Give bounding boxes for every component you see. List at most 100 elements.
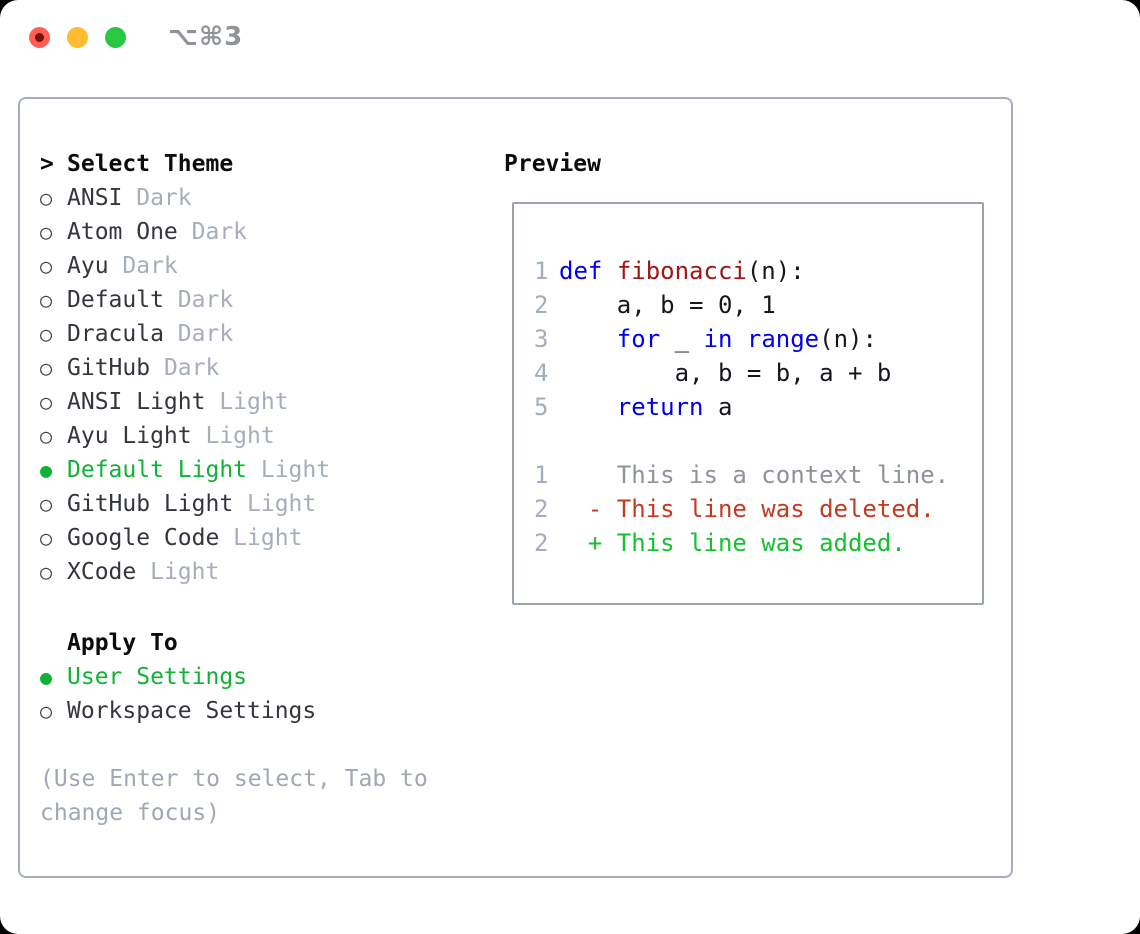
theme-option-google-code[interactable]: ○ Google Code Light: [40, 521, 330, 555]
code-line: 1 This is a context line.: [534, 458, 982, 492]
theme-variant: Light: [219, 525, 303, 551]
radio-unselected-icon: ○: [40, 560, 53, 584]
theme-name: GitHub Light: [67, 491, 234, 517]
code-token: in: [703, 325, 733, 353]
apply-to-header: Apply To: [40, 626, 316, 660]
theme-picker-title: Select Theme: [67, 151, 234, 177]
code-token: fibonacci: [616, 257, 747, 285]
theme-name: Atom One: [67, 219, 178, 245]
theme-name: XCode: [67, 559, 137, 585]
radio-unselected-icon: ○: [40, 322, 53, 346]
apply-to-section: Apply To ● User Settings ○ Workspace Settin…: [40, 626, 316, 728]
theme-option-github-light[interactable]: ○ GitHub Light Light: [40, 487, 330, 521]
code-token: (n):: [819, 325, 877, 353]
theme-option-ansi[interactable]: ○ANSI Dark: [40, 181, 330, 215]
radio-unselected-icon: ○: [40, 356, 53, 380]
line-number: 2: [534, 291, 549, 319]
theme-option-xcode[interactable]: ○ XCode Light: [40, 555, 330, 589]
code-token: [559, 390, 617, 424]
code-line: 4 a, b = b, a + b: [534, 356, 982, 390]
apply-option-label: User Settings: [67, 664, 248, 690]
code-token: [732, 322, 746, 356]
theme-name: ANSI Light: [67, 389, 206, 415]
radio-unselected-icon: ○: [40, 390, 53, 414]
apply-option-workspace-settings[interactable]: ○ Workspace Settings: [40, 694, 316, 728]
theme-name: Ayu Light: [67, 423, 192, 449]
theme-picker-panel: >Select Theme ○ANSI Dark○Atom One Dark○A…: [18, 97, 1013, 878]
theme-option-github[interactable]: ○ GitHub Dark: [40, 351, 330, 385]
theme-option-default[interactable]: ○Default Dark: [40, 283, 330, 317]
theme-option-dracula[interactable]: ○ Dracula Dark: [40, 317, 330, 351]
theme-variant: Dark: [163, 287, 234, 313]
prompt-icon: >: [40, 151, 54, 177]
code-line: 2 a, b = 0, 1: [534, 288, 982, 322]
theme-variant: Light: [205, 389, 289, 415]
zoom-button[interactable]: [105, 27, 126, 48]
radio-unselected-icon: ○: [40, 492, 53, 516]
theme-option-atom-one[interactable]: ○Atom One Dark: [40, 215, 330, 249]
code-token: This is a context line.: [559, 461, 950, 489]
theme-option-default-light[interactable]: ● Default Light Light: [40, 453, 330, 487]
code-line: [534, 424, 982, 458]
theme-variant: Light: [136, 559, 220, 585]
preview-title: Preview: [504, 151, 601, 177]
theme-variant: Dark: [122, 185, 192, 211]
code-token: return: [616, 393, 704, 421]
window-shortcut-label: ⌥⌘3: [168, 22, 244, 52]
theme-name: Default Light: [67, 457, 248, 483]
theme-option-ayu[interactable]: ○ Ayu Dark: [40, 249, 330, 283]
minimize-button[interactable]: [67, 27, 88, 48]
code-line: 5 return a: [534, 390, 982, 424]
apply-to-title: Apply To: [67, 630, 178, 656]
code-token: range: [746, 325, 820, 353]
theme-variant: Dark: [108, 253, 178, 279]
theme-option-ayu-light[interactable]: ○Ayu Light Light: [40, 419, 330, 453]
theme-variant: Dark: [150, 355, 220, 381]
line-number: 1: [534, 257, 549, 285]
theme-name: ANSI: [67, 185, 123, 211]
code-token: a, b = 0, 1: [559, 291, 776, 319]
radio-unselected-icon: ○: [40, 699, 53, 723]
radio-unselected-icon: ○: [40, 526, 53, 550]
theme-variant: Light: [247, 457, 331, 483]
line-number: [534, 424, 559, 458]
theme-variant: Light: [233, 491, 317, 517]
radio-selected-icon: ●: [40, 665, 53, 689]
theme-variant: Dark: [163, 321, 234, 347]
theme-list: >Select Theme ○ANSI Dark○Atom One Dark○A…: [40, 147, 330, 589]
code-token: a: [703, 393, 733, 421]
line-number: 2: [534, 495, 549, 523]
theme-name: Google Code: [67, 525, 220, 551]
theme-name: Dracula: [67, 321, 164, 347]
spacer: [40, 631, 67, 655]
radio-unselected-icon: ○: [40, 288, 53, 312]
theme-variant: Dark: [177, 219, 248, 245]
code-token: [602, 254, 616, 288]
apply-option-label: Workspace Settings: [67, 698, 317, 724]
code-token: + This line was added.: [559, 529, 906, 557]
radio-selected-icon: ●: [40, 458, 53, 482]
theme-name: GitHub: [67, 355, 151, 381]
theme-option-ansi-light[interactable]: ○ ANSI Light Light: [40, 385, 330, 419]
titlebar: ⌥⌘3: [0, 0, 1140, 72]
close-button[interactable]: [29, 27, 50, 48]
radio-unselected-icon: ○: [40, 254, 53, 278]
line-number: 4: [534, 359, 549, 387]
line-number: 5: [534, 393, 549, 421]
theme-name: Ayu: [67, 253, 109, 279]
code-token: def: [559, 257, 603, 285]
apply-option-user-settings[interactable]: ● User Settings: [40, 660, 316, 694]
line-number: 1: [534, 461, 549, 489]
code-token: [559, 322, 617, 356]
radio-unselected-icon: ○: [40, 424, 53, 448]
code-token: a, b = b, a + b: [559, 359, 892, 387]
line-number: 2: [534, 529, 549, 557]
code-token: _: [660, 325, 704, 353]
code-line: 2 - This line was deleted.: [534, 492, 982, 526]
line-number: 3: [534, 325, 549, 353]
theme-picker-header: > Select Theme: [40, 147, 330, 181]
code-line: 3 for _ in range(n):: [534, 322, 982, 356]
